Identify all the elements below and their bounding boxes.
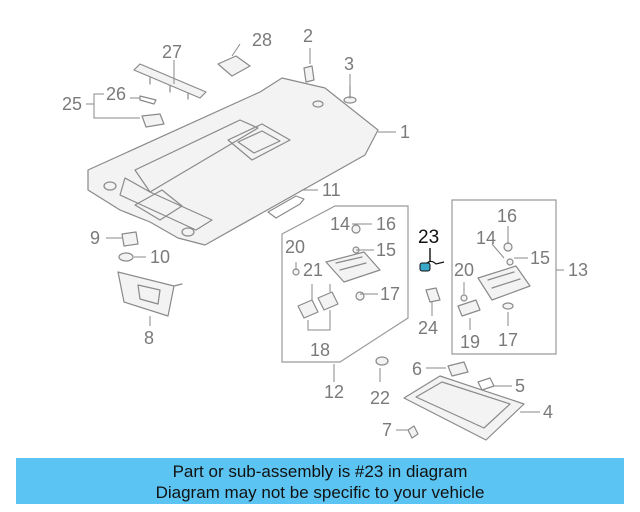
callout-9[interactable]: 9 xyxy=(90,228,100,248)
lamp-socket-part xyxy=(425,287,441,303)
sun-visor-part xyxy=(117,271,175,317)
visor-holder-part xyxy=(118,252,134,262)
callout-b-15[interactable]: 15 xyxy=(530,248,550,268)
leader-lines xyxy=(86,43,564,431)
banner-line-part-number: Part or sub-assembly is #23 in diagram xyxy=(172,462,468,481)
callout-8[interactable]: 8 xyxy=(144,328,154,348)
callout-3[interactable]: 3 xyxy=(344,54,354,74)
inset-box-12 xyxy=(281,205,409,363)
headliner-parts-diagram: 1 2 3 4 5 6 7 8 9 10 11 12 13 27 28 25 2… xyxy=(62,26,588,441)
callout-23[interactable]: 23 xyxy=(418,227,439,248)
callout-a-14[interactable]: 14 xyxy=(330,214,350,234)
callout-2[interactable]: 2 xyxy=(303,26,313,46)
info-banner: Part or sub-assembly is #23 in diagram D… xyxy=(16,458,624,504)
sunroof-link-part xyxy=(477,377,495,391)
callout-b-20[interactable]: 20 xyxy=(454,260,474,280)
callout-28[interactable]: 28 xyxy=(252,30,272,50)
callout-27[interactable]: 27 xyxy=(162,42,182,62)
callout-26[interactable]: 26 xyxy=(106,84,126,104)
callout-5[interactable]: 5 xyxy=(515,376,525,396)
highlighted-part-23 xyxy=(419,260,445,272)
bracket-part xyxy=(141,113,165,128)
callout-10[interactable]: 10 xyxy=(150,247,170,267)
callout-a-15[interactable]: 15 xyxy=(376,240,396,260)
callout-11[interactable]: 11 xyxy=(322,180,341,200)
callout-22[interactable]: 22 xyxy=(370,388,390,408)
callout-7[interactable]: 7 xyxy=(382,420,392,440)
callout-b-17[interactable]: 17 xyxy=(498,330,518,350)
headliner-panel xyxy=(87,77,379,246)
callout-a-20[interactable]: 20 xyxy=(285,237,305,257)
banner-line-disclaimer: Diagram may not be specific to your vehi… xyxy=(155,483,485,502)
sunroof-frame-part xyxy=(403,375,525,441)
callout-b-16[interactable]: 16 xyxy=(497,206,517,226)
dome-lamp-part xyxy=(477,265,531,301)
sunroof-screw-part xyxy=(407,425,419,439)
callout-a-18[interactable]: 18 xyxy=(310,340,330,360)
callout-12[interactable]: 12 xyxy=(324,382,344,402)
callout-25[interactable]: 25 xyxy=(62,94,82,114)
inset-box-13 xyxy=(451,199,557,355)
callout-1[interactable]: 1 xyxy=(400,122,410,142)
callout-a-16[interactable]: 16 xyxy=(376,214,396,234)
trim-strip-part xyxy=(133,63,207,99)
callout-a-17[interactable]: 17 xyxy=(380,284,400,304)
callout-b-19[interactable]: 19 xyxy=(460,332,480,352)
pad-part xyxy=(217,55,251,77)
sunroof-bracket-part xyxy=(447,361,469,377)
callout-6[interactable]: 6 xyxy=(412,359,422,379)
clip-part xyxy=(303,65,315,83)
callout-labels: 1 2 3 4 5 6 7 8 9 10 11 12 13 27 28 25 2… xyxy=(62,26,588,440)
grommet-part xyxy=(375,356,389,366)
callout-a-21[interactable]: 21 xyxy=(303,260,323,280)
callout-4[interactable]: 4 xyxy=(543,402,553,422)
small-bracket-part xyxy=(139,95,157,105)
grab-handle-part xyxy=(267,195,305,219)
callout-b-14[interactable]: 14 xyxy=(476,228,496,248)
callout-13[interactable]: 13 xyxy=(568,260,588,280)
visor-clip-part xyxy=(121,231,139,247)
callout-24[interactable]: 24 xyxy=(418,318,438,338)
